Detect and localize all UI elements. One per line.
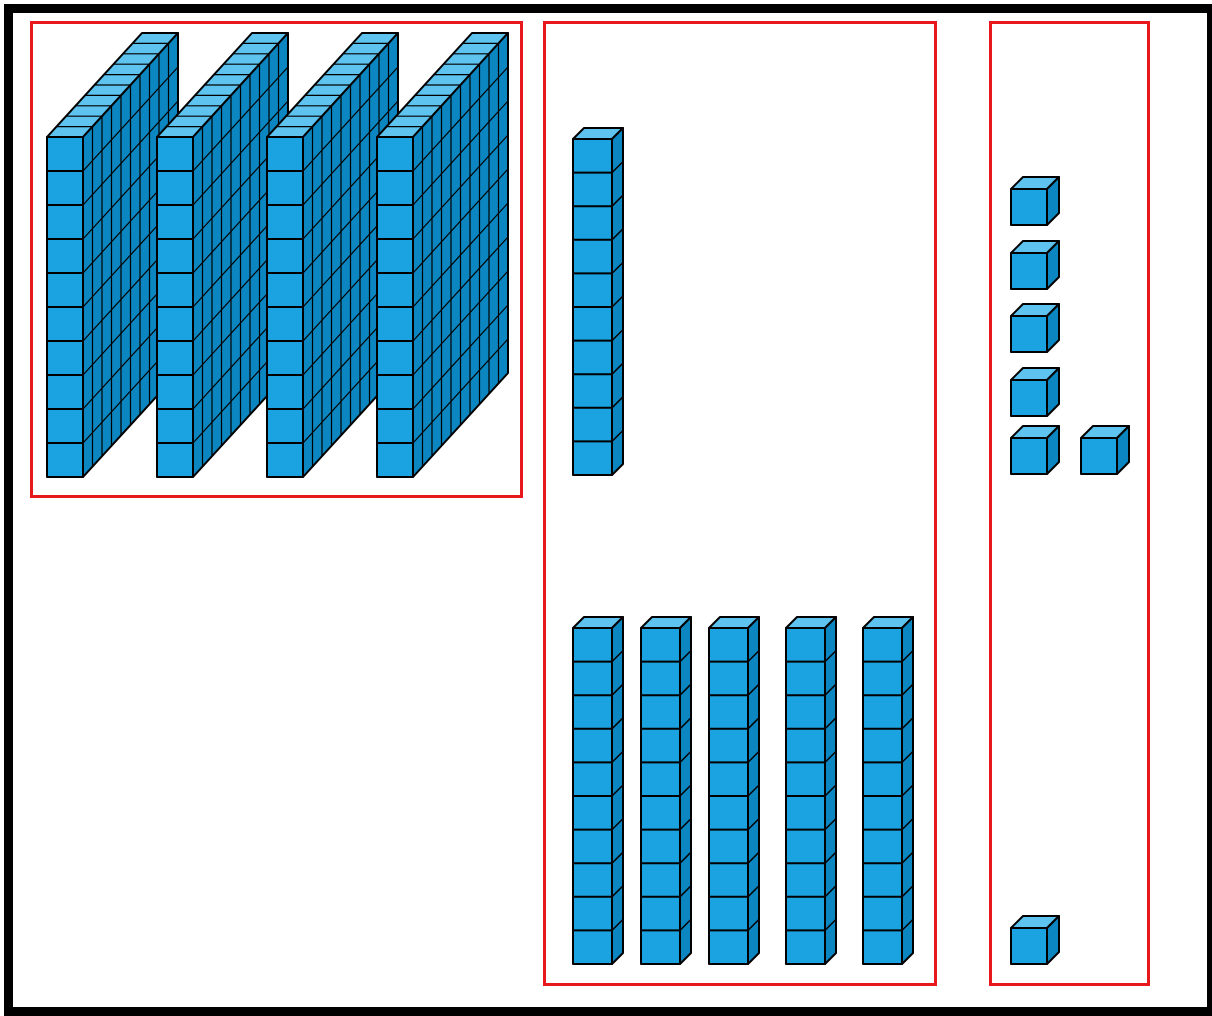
- unit-cube-side-1: [1081, 426, 1129, 474]
- unit-cube-bottom-1: [1011, 916, 1059, 964]
- unit-cube-column-5: [1011, 426, 1059, 474]
- unit-cube-column-4: [1011, 368, 1059, 416]
- unit-cube-column-2: [1011, 241, 1059, 289]
- ten-rod-bottom-3: [709, 617, 759, 964]
- ten-rod-bottom-4: [786, 617, 836, 964]
- ten-rod-bottom-1: [573, 617, 623, 964]
- ten-rod-top-1: [573, 128, 623, 475]
- ten-rod-bottom-2: [641, 617, 691, 964]
- unit-cube-column-1: [1011, 177, 1059, 225]
- ten-rod-bottom-5: [863, 617, 913, 964]
- unit-cube-column-3: [1011, 304, 1059, 352]
